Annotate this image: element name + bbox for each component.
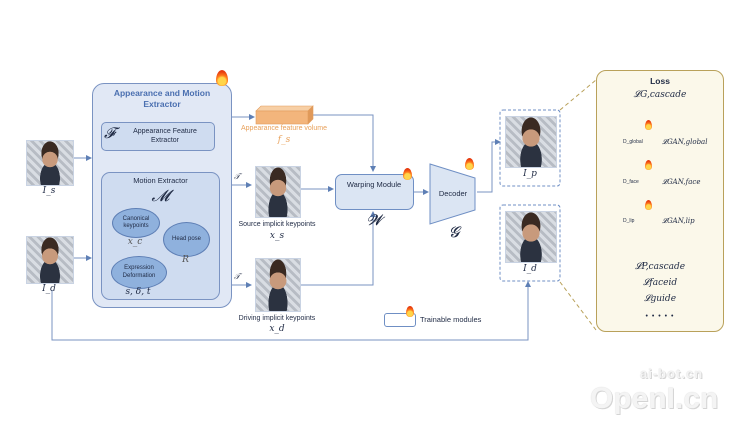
driving-keypoints-image <box>255 258 301 312</box>
warping-module-box <box>335 174 414 210</box>
flame-icon-extractor <box>216 70 228 86</box>
driving-keypoints-label: Driving implicit keypoints <box>238 315 316 322</box>
expression-deformation-ellipse: Expression Deformation <box>111 256 167 289</box>
flame-icon-legend <box>406 306 414 317</box>
source-image <box>26 140 74 186</box>
loss-top-term: 𝓛G,cascade <box>633 90 687 100</box>
flame-icon-warping <box>403 168 412 180</box>
canonical-keypoints-ellipse: Canonical keypoints <box>112 208 160 238</box>
appearance-motion-title: Appearance and Motion Extractor <box>113 88 211 110</box>
loss-panel <box>596 70 724 332</box>
feature-volume-shape <box>255 105 314 125</box>
decoder-symbol: 𝓖 <box>448 223 460 241</box>
disc-global-loss: 𝓛GAN,global <box>662 138 708 146</box>
feature-volume-label: Appearance feature volume <box>241 125 327 132</box>
loss-title: Loss <box>650 76 670 86</box>
legend-label: Trainable modules <box>420 315 482 324</box>
source-keypoints-image <box>255 166 301 218</box>
disc-lip-loss: 𝓛GAN,lip <box>662 217 695 225</box>
motion-extractor-title: Motion Extractor <box>133 176 188 185</box>
watermark-main: OpenI.cn <box>590 382 719 415</box>
output-driving-image <box>505 211 557 263</box>
loss-link-bottom <box>559 281 597 331</box>
transform-symbol-driving: 𝒯 <box>234 272 241 281</box>
warping-module-label: Warping Module <box>346 180 402 189</box>
flame-icon-disc-global <box>645 120 652 130</box>
warping-module-symbol: 𝓦 <box>366 211 383 229</box>
arrow-driving-bypass <box>51 281 531 341</box>
dashed-output-boxes <box>499 109 561 282</box>
head-pose-label: Head pose <box>171 235 202 242</box>
flame-icon-disc-face <box>645 160 652 170</box>
disc-global-name: D_global <box>623 139 643 145</box>
output-driving-image-label: I_d <box>523 264 537 274</box>
driving-image-label: I_d <box>42 284 56 294</box>
motion-extractor-symbol: 𝓜 <box>151 186 170 205</box>
appearance-extractor-label: Appearance Feature Extractor <box>133 128 197 145</box>
source-image-label: I_s <box>42 186 56 196</box>
disc-lip-name: D_lip <box>623 218 635 224</box>
head-pose-symbol: R <box>182 255 189 265</box>
arrow-volume-to-warping <box>312 114 376 172</box>
flame-icon-disc-lip <box>645 200 652 210</box>
canonical-keypoints-symbol: x_c <box>127 237 143 247</box>
loss-link-top <box>559 79 597 111</box>
source-keypoints-label: Source implicit keypoints <box>238 221 316 228</box>
decoder-label: Decoder <box>438 189 468 198</box>
expression-deformation-symbol: s, δ, t <box>125 287 151 297</box>
driving-image <box>26 236 74 284</box>
appearance-extractor-symbol: 𝓕 <box>104 124 116 142</box>
disc-face-name: D_face <box>623 179 639 185</box>
decoder-shape <box>429 163 476 225</box>
canonical-keypoints-label: Canonical keypoints <box>122 215 150 229</box>
transform-symbol-source: 𝒯 <box>234 172 241 181</box>
arrow-driving-kp-to-warping <box>300 211 376 286</box>
loss-term-guide: 𝓛guide <box>643 294 677 304</box>
watermark-small: ai-bot.cn <box>640 366 704 381</box>
driving-keypoints-symbol: x_d <box>269 324 285 334</box>
feature-volume-symbol: f_s <box>277 135 291 145</box>
appearance-extractor-box <box>101 122 215 151</box>
source-keypoints-symbol: x_s <box>269 231 285 241</box>
loss-term-faceid: 𝓛faceid <box>642 278 678 288</box>
loss-ellipsis: • • • • • <box>645 313 675 320</box>
expression-deformation-label: Expression Deformation <box>122 265 156 279</box>
flame-icon-decoder <box>465 158 474 170</box>
predicted-image <box>505 116 557 168</box>
disc-face-loss: 𝓛GAN,face <box>662 178 701 186</box>
arrow-decoder-to-output <box>477 139 501 193</box>
head-pose-ellipse: Head pose <box>163 222 210 257</box>
predicted-image-label: I_p <box>523 169 537 179</box>
loss-term-perceptual: 𝓛P,cascade <box>634 262 686 272</box>
